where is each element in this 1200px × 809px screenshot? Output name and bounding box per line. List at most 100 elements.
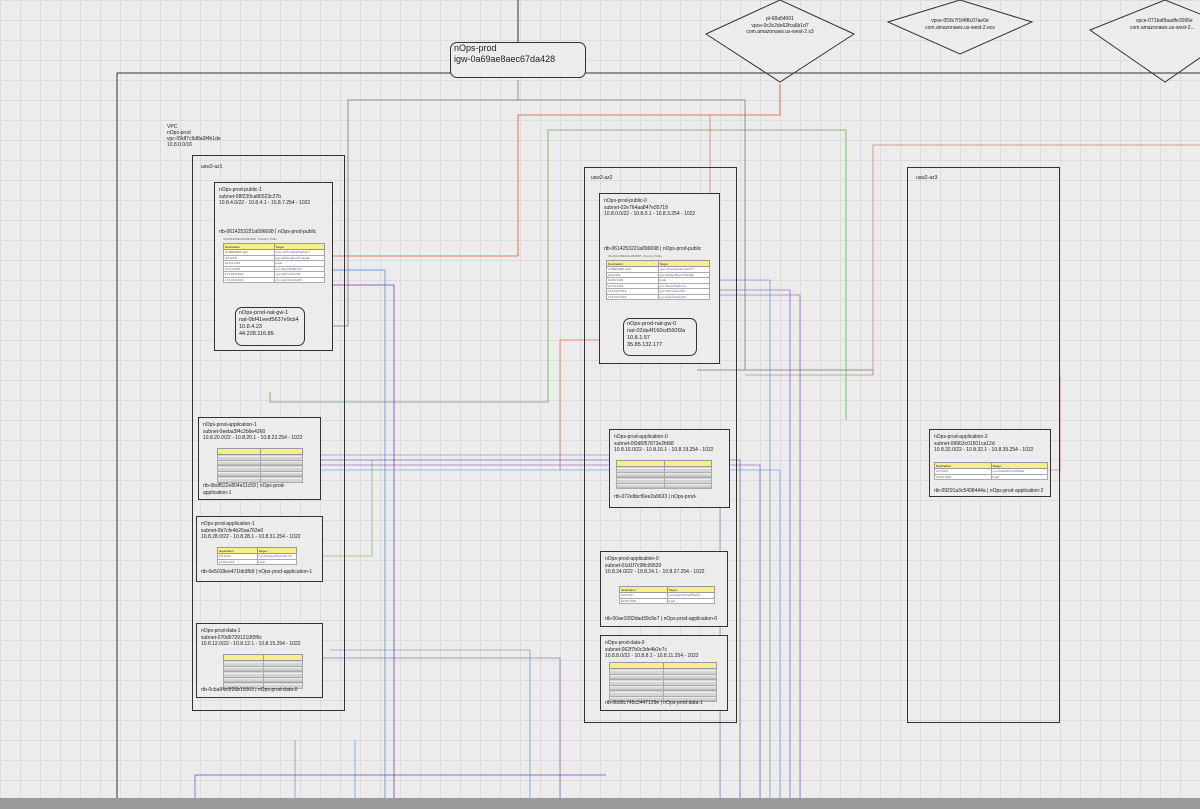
az-box-2[interactable]: usw2-az2 (584, 167, 737, 723)
subnet-id: subnet-0eeba3f4c2b6e4360 (203, 428, 266, 435)
route-table-id: rtb-0bdf522e804e11c59 | nOps-prod- appli… (203, 483, 286, 496)
route-table-id: rtb-0614253221a096698 | nOps-prod-public (604, 246, 702, 252)
subnet-cidr: 10.8.0.0/22 - 10.8.0.1 - 10.8.3.254 - 10… (604, 211, 696, 217)
igw-id: igw-0a69ae8aec67da428 (454, 54, 556, 64)
table-row (217, 459, 303, 466)
endpoint-s3-diamond (704, 0, 856, 83)
nat-private-ip: 10.8.1.57 (627, 335, 650, 341)
subnet-id: subnet-0f2d6f57873e2fd68 (614, 440, 674, 447)
rt-col-target: Target (273, 243, 325, 250)
nat-public-ip: 44.228.116.85 (239, 331, 274, 337)
subnet-public-1-info: nOps-prod-public-1 subnet-08f230ca86523c… (219, 187, 310, 207)
nat-id: nat-02da4f160cd560f2a (627, 328, 686, 334)
wire-s3-orange (322, 84, 781, 257)
az-box-3[interactable]: usw2-az3 (907, 167, 1060, 723)
nat-name: nOps-prod-nat-gw-1 (239, 310, 289, 316)
table-row (616, 466, 712, 473)
subnet-name: nOps-prod-data-1 (201, 628, 241, 634)
subnet-name: nOps-prod-public-1 (219, 187, 262, 193)
endpoint-s3-id: pl-68a54001 (766, 16, 794, 22)
table-row (217, 476, 303, 483)
wire-green (269, 129, 847, 420)
endpoint-ecs-service: com.amazonaws.us-west-2.ecs (925, 24, 995, 31)
subnet-id: subnet-0b7cfe4b26aa763e0 (201, 527, 264, 534)
subnet-cidr: 10.8.16.0/22 - 10.8.16.1 - 10.8.19.254 -… (614, 447, 714, 453)
subnet-data-0[interactable]: nOps-prod-data-0 subnet-062f7b0c3de4b2e7… (600, 635, 728, 711)
az-3-label: usw2-az3 (916, 175, 938, 181)
subnet-info: nOps-prod-data-0 subnet-062f7b0c3de4b2e7… (605, 640, 699, 660)
vpc-cidr: 10.8.0.0/16 (167, 142, 193, 148)
subnet-info: nOps-prod-data-1 subnet-070d97291210f2f6… (201, 628, 301, 648)
route-table-id: rtb-072ebbcf6ee2a9633 | nOps-prod- (614, 494, 697, 500)
subnet-application-1b[interactable]: nOps-prod-application-1 subnet-0b7cfe4b2… (196, 516, 323, 582)
subnet-name: nOps-prod-public-0 (604, 198, 647, 204)
subnet-cidr: 10.8.4.0/22 - 10.8.4.1 - 10.8.7.254 - 10… (219, 200, 311, 206)
table-row (609, 695, 717, 702)
endpoint-3-service: com.amazonaws.us-west-2... (1130, 24, 1195, 31)
subnet-name: nOps-prod-application-1 (201, 521, 255, 527)
route-table-data-0 (609, 662, 717, 702)
route-table-caption: rtb-0614253221a096698 · Routing Table (608, 254, 662, 258)
endpoint-3-diamond (1088, 0, 1200, 83)
subnet-cidr: 10.8.8.0/22 - 10.8.8.1 - 10.8.11.254 - 1… (605, 653, 699, 659)
endpoint-ecs-vpce: vpce-059c7f1f4f8c07ae0e (931, 18, 989, 24)
endpoint-s3-vpce: vpce-0c3c2de62fca6b1d7 (751, 22, 809, 29)
horizontal-scrollbar[interactable] (0, 798, 1200, 809)
subnet-name: nOps-prod-application-0 (614, 434, 668, 440)
subnet-cidr: 10.8.28.0/22 - 10.8.28.1 - 10.8.31.254 -… (201, 534, 301, 540)
endpoint-s3-label: pl-68a54001 vpce-0c3c2de62fca6b1d7 com.a… (736, 16, 824, 36)
subnet-application-0a[interactable]: nOps-prod-application-0 subnet-0f2d6f578… (609, 429, 730, 508)
subnet-name: nOps-prod-application-1 (203, 422, 257, 428)
subnet-cidr: 10.8.32.0/22 - 10.8.32.1 - 10.8.35.254 -… (934, 447, 1034, 453)
table-row (616, 482, 712, 489)
vpc-name: nOps-prod (167, 130, 191, 136)
table-row (217, 470, 303, 477)
wire-purple-2 (305, 459, 741, 809)
subnet-info: nOps-prod-application-2 subnet-09963c015… (934, 434, 1034, 454)
subnet-application-0b[interactable]: nOps-prod-application-0 subnet-01d1f7c9f… (600, 551, 728, 627)
az-box-1[interactable]: usw2-az1 (192, 155, 345, 711)
subnet-public-1[interactable]: nOps-prod-public-1 subnet-08f230ca86523c… (214, 182, 333, 351)
subnet-info: nOps-prod-application-1 subnet-0b7cfe4b2… (201, 521, 301, 541)
nat-gateway-0[interactable]: nOps-prod-nat-gw-0 nat-02da4f160cd560f2a… (623, 318, 697, 356)
wire-purple-3 (305, 464, 761, 809)
wire-blue-4 (330, 649, 531, 809)
subnet-name: nOps-prod-application-2 (934, 434, 988, 440)
nat-private-ip: 10.8.4.23 (239, 324, 262, 330)
table-row (616, 471, 712, 478)
nat-name: nOps-prod-nat-gw-0 (627, 321, 677, 327)
route-table-application-1a (217, 448, 303, 483)
vpc-id: vpc-09df7c9d8a0f4b1de (167, 136, 221, 142)
subnet-name: nOps-prod-application-0 (605, 556, 659, 562)
nat-public-ip: 35.85.132.177 (627, 342, 663, 348)
table-row (217, 465, 303, 472)
subnet-application-1a[interactable]: nOps-prod-application-1 subnet-0eeba3f4c… (198, 417, 321, 500)
subnet-cidr: 10.8.24.0/22 - 10.8.24.1 - 10.8.27.254 -… (605, 569, 705, 575)
subnet-id: subnet-01d1f7c9ffc99520 (605, 562, 662, 569)
subnet-data-1[interactable]: nOps-prod-data-1 subnet-070d97291210f2f6… (196, 623, 323, 698)
subnet-id: subnet-070d97291210f2f6c (201, 634, 262, 641)
subnet-id: subnet-09963c01501ca12d (934, 440, 995, 447)
subnet-name: nOps-prod-data-0 (605, 640, 645, 646)
endpoint-3-vpce: vpce-071baf9aadfe3096e (1136, 18, 1193, 24)
route-table-application-0a (616, 460, 712, 489)
internet-gateway[interactable]: nOps-prod igw-0a69ae8aec67da428 (450, 42, 586, 78)
endpoint-3-label: vpce-071baf9aadfe3096e com.amazonaws.us-… (1120, 18, 1200, 31)
subnet-application-2[interactable]: nOps-prod-application-2 subnet-09963c015… (929, 429, 1051, 497)
nat-gateway-1[interactable]: nOps-prod-nat-gw-1 nat-0bf41eed5637e9cb4… (235, 307, 305, 346)
route-table-id: rtb-00ae1092dad39c9e7 | nOps-prod-applic… (605, 616, 718, 622)
az-2-label: usw2-az2 (591, 175, 613, 181)
